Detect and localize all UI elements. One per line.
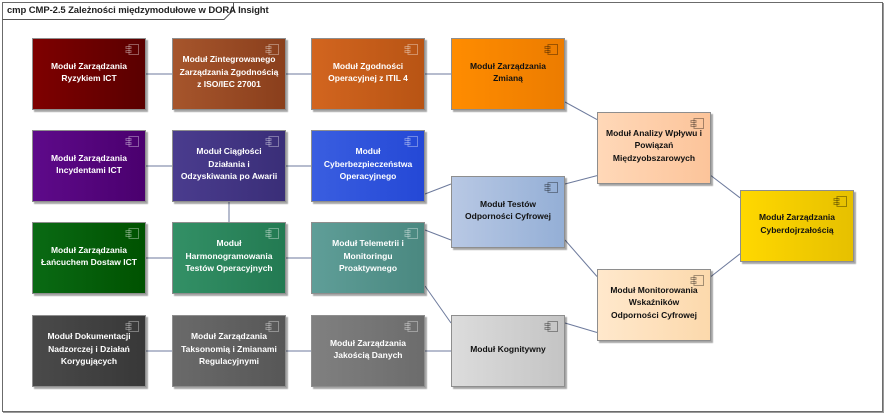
dependency-zmiana-to-analiza[interactable] xyxy=(564,101,598,121)
component-icon xyxy=(125,228,139,239)
component-icon xyxy=(833,195,847,207)
dependency-telemetria-to-testy[interactable] xyxy=(424,229,452,241)
component-harmonogram[interactable]: Moduł Harmonogramowania Testów Operacyjn… xyxy=(172,222,286,294)
component-label: Moduł Zgodności Operacyjnej z ITIL 4 xyxy=(328,60,408,84)
component-label: Moduł Zintegrowanego Zarządzania Zgodnoś… xyxy=(179,54,279,90)
dependency-analiza-to-cyberdojrzalosc[interactable] xyxy=(710,175,741,199)
component-label: Moduł Analizy Wpływu i Powiązań Międzyob… xyxy=(605,127,702,163)
component-telemetria[interactable]: Moduł Telemetrii i Monitoringu Proaktywn… xyxy=(311,222,425,294)
component-icon xyxy=(125,321,139,332)
title-tab-outline xyxy=(2,2,234,20)
component-label: Moduł Zarządzania Jakością Danych xyxy=(329,337,407,361)
component-itil[interactable]: Moduł Zgodności Operacyjnej z ITIL 4 xyxy=(311,38,425,110)
component-icon xyxy=(404,321,418,332)
component-jakosc[interactable]: Moduł Zarządzania Jakością Danych xyxy=(311,315,425,387)
component-label: Moduł Kognitywny xyxy=(470,343,546,354)
component-label: Moduł Testów Odporności Cyfrowej xyxy=(465,198,551,222)
component-icon xyxy=(265,44,279,55)
component-icon xyxy=(265,228,279,239)
component-incydenty[interactable]: Moduł Zarządzania Incydentami ICT xyxy=(32,130,146,202)
component-icon xyxy=(544,182,558,193)
component-icon xyxy=(125,136,139,147)
dependency-cyber-to-testy[interactable] xyxy=(424,183,452,195)
component-testy[interactable]: Moduł Testów Odporności Cyfrowej xyxy=(451,176,565,248)
component-label: Moduł Zarządzania Cyberdojrzałością xyxy=(758,212,836,235)
dependency-testy-to-monitorowanie[interactable] xyxy=(564,239,598,277)
component-icon xyxy=(690,274,704,286)
component-zmiana[interactable]: Moduł Zarządzania Zmianą xyxy=(451,38,565,110)
component-label: Moduł Zarządzania Taksonomią i Zmianami … xyxy=(181,331,277,367)
component-dokumentacja[interactable]: Moduł Dokumentacji Nadzorczej i Działań … xyxy=(32,315,146,387)
component-icon xyxy=(690,117,704,129)
component-label: Moduł Zarządzania Zmianą xyxy=(469,60,547,84)
dependency-telemetria-to-kognitywny[interactable] xyxy=(424,285,452,324)
component-cyber[interactable]: Moduł Cyberbezpieczeństwa Operacyjnego xyxy=(311,130,425,202)
component-ciaglosc[interactable]: Moduł Ciągłości Działania i Odzyskiwania… xyxy=(172,130,286,202)
dependency-monitorowanie-to-cyberdojrzalosc[interactable] xyxy=(710,253,741,277)
component-icon xyxy=(265,136,279,147)
component-cyberdojrzalosc[interactable]: Moduł Zarządzania Cyberdojrzałością xyxy=(740,189,854,262)
diagram-title: cmp CMP-2.5 Zależności międzymodułowe w … xyxy=(7,5,269,16)
component-label: Moduł Ciągłości Działania i Odzyskiwania… xyxy=(180,146,278,182)
component-icon xyxy=(404,44,418,55)
component-label: Moduł Zarządzania Ryzykiem ICT xyxy=(50,60,128,84)
component-label: Moduł Zarządzania Łańcuchem Dostaw ICT xyxy=(41,244,137,268)
component-label: Moduł Zarządzania Incydentami ICT xyxy=(50,152,128,176)
dependency-testy-to-analiza[interactable] xyxy=(564,175,598,185)
component-lancuch[interactable]: Moduł Zarządzania Łańcuchem Dostaw ICT xyxy=(32,222,146,294)
component-label: Moduł Dokumentacji Nadzorczej i Działań … xyxy=(47,331,131,367)
component-icon xyxy=(125,44,139,55)
component-label: Moduł Monitorowania Wskaźników Odpornośc… xyxy=(610,284,698,320)
component-ryzyko[interactable]: Moduł Zarządzania Ryzykiem ICT xyxy=(32,38,146,110)
component-taksonomia[interactable]: Moduł Zarządzania Taksonomią i Zmianami … xyxy=(172,315,286,387)
component-label: Moduł Cyberbezpieczeństwa Operacyjnego xyxy=(323,146,413,182)
component-analiza[interactable]: Moduł Analizy Wpływu i Powiązań Międzyob… xyxy=(597,111,711,184)
component-icon xyxy=(404,228,418,239)
component-icon xyxy=(265,321,279,332)
component-label: Moduł Telemetrii i Monitoringu Proaktywn… xyxy=(332,238,404,274)
component-monitorowanie[interactable]: Moduł Monitorowania Wskaźników Odpornośc… xyxy=(597,268,711,341)
component-kognitywny[interactable]: Moduł Kognitywny xyxy=(451,315,565,387)
component-label: Moduł Harmonogramowania Testów Operacyjn… xyxy=(185,238,273,274)
component-icon xyxy=(544,44,558,55)
component-zgodnosc-iso[interactable]: Moduł Zintegrowanego Zarządzania Zgodnoś… xyxy=(172,38,286,110)
dependency-kognitywny-to-monitorowanie[interactable] xyxy=(564,322,598,333)
component-icon xyxy=(404,136,418,147)
component-icon xyxy=(544,321,558,332)
